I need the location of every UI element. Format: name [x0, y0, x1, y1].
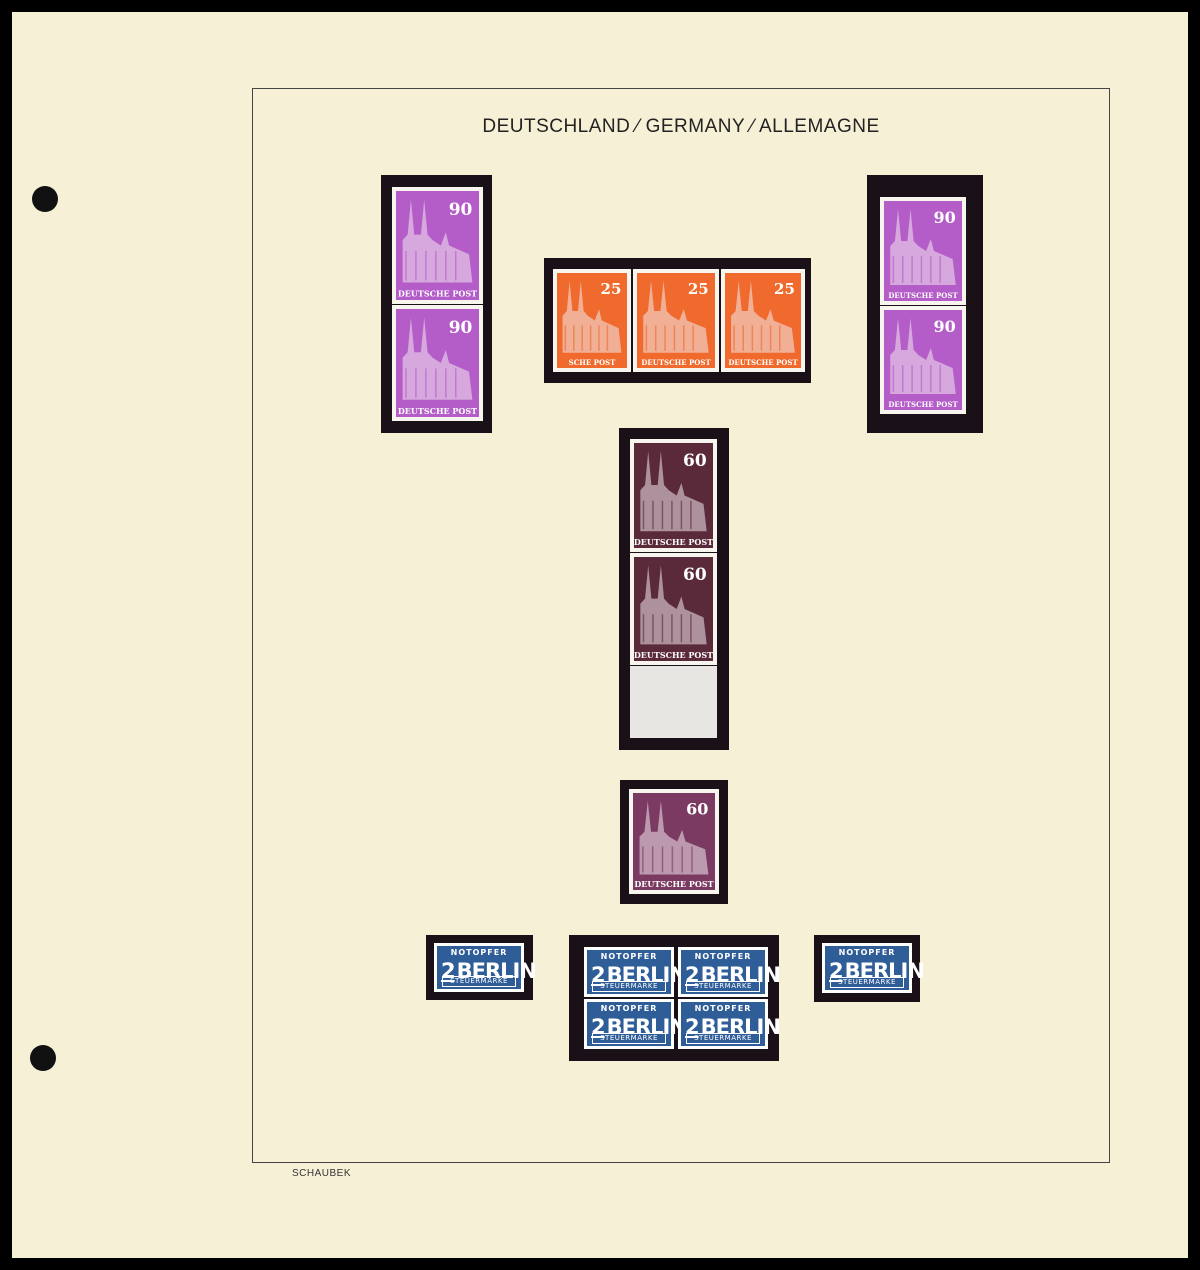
svg-text:90: 90: [449, 200, 473, 220]
svg-text:90: 90: [933, 317, 955, 336]
svg-text:DEUTSCHE POST: DEUTSCHE POST: [398, 406, 477, 416]
publisher-imprint: SCHAUBEK: [292, 1168, 352, 1179]
svg-text:60: 60: [686, 799, 708, 818]
svg-text:DEUTSCHE POST: DEUTSCHE POST: [888, 400, 958, 409]
stamp-top-text: NOTOPFER: [694, 1004, 752, 1013]
stamp-top-text: NOTOPFER: [450, 948, 508, 957]
stamp-main-text: 2BERLIN: [441, 959, 537, 983]
stamp-bottom-text: STEUERMARKE: [830, 977, 904, 988]
mount-berlin-single-right: NOTOPFER 2BERLIN STEUERMARKE: [814, 935, 925, 1002]
svg-text:SCHE POST: SCHE POST: [569, 358, 616, 367]
svg-text:90: 90: [933, 208, 955, 227]
svg-text:60: 60: [683, 451, 707, 471]
stamp-notopfer-berlin: NOTOPFER 2BERLIN STEUERMARKE: [678, 999, 781, 1049]
svg-text:DEUTSCHE POST: DEUTSCHE POST: [634, 650, 713, 660]
stamp-top-text: NOTOPFER: [600, 1004, 658, 1013]
svg-text:DEUTSCHE POST: DEUTSCHE POST: [888, 291, 958, 300]
stamp-notopfer-berlin: NOTOPFER 2BERLIN STEUERMARKE: [822, 943, 925, 993]
stamp-bottom-text: STEUERMARKE: [592, 1033, 666, 1044]
mount-berlin-block: NOTOPFER 2BERLIN STEUERMARKE NOTOPFER 2B…: [569, 935, 781, 1061]
binder-hole-bottom: [30, 1045, 56, 1071]
stamp-main-text: 2BERLIN: [591, 963, 687, 987]
stamp-top-text: NOTOPFER: [838, 948, 896, 957]
stamp-notopfer-berlin: NOTOPFER 2BERLIN STEUERMARKE: [434, 943, 537, 992]
stamp-notopfer-berlin: NOTOPFER 2BERLIN STEUERMARKE: [678, 947, 781, 997]
svg-text:25: 25: [601, 280, 622, 298]
svg-text:DEUTSCHE POST: DEUTSCHE POST: [634, 879, 713, 889]
stamp-main-text: 2BERLIN: [685, 963, 781, 987]
svg-text:DEUTSCHE POST: DEUTSCHE POST: [634, 537, 713, 547]
svg-text:25: 25: [688, 280, 709, 298]
stamp-top-text: NOTOPFER: [694, 952, 752, 961]
svg-text:60: 60: [683, 565, 707, 585]
svg-text:90: 90: [449, 318, 473, 338]
page-title: DEUTSCHLAND ⁄ GERMANY ⁄ ALLEMAGNE: [482, 116, 880, 137]
stamp-bottom-text: STEUERMARKE: [686, 981, 760, 992]
album-page: DEUTSCHLAND ⁄ GERMANY ⁄ ALLEMAGNE SCHAUB…: [12, 12, 1188, 1258]
svg-text:DEUTSCHE POST: DEUTSCHE POST: [641, 358, 711, 367]
svg-text:DEUTSCHE POST: DEUTSCHE POST: [398, 289, 477, 299]
page-frame: [252, 88, 1110, 1163]
stamp-top-text: NOTOPFER: [600, 952, 658, 961]
stamp-bottom-text: STEUERMARKE: [686, 1033, 760, 1044]
stamp-notopfer-berlin: NOTOPFER 2BERLIN STEUERMARKE: [584, 999, 687, 1049]
binder-hole-top: [32, 186, 58, 212]
svg-text:DEUTSCHE POST: DEUTSCHE POST: [728, 358, 798, 367]
stamp-notopfer-berlin: NOTOPFER 2BERLIN STEUERMARKE: [584, 947, 687, 997]
svg-text:25: 25: [774, 280, 795, 298]
mount-berlin-single-left: NOTOPFER 2BERLIN STEUERMARKE: [426, 935, 537, 1000]
stamp-bottom-text: STEUERMARKE: [592, 981, 666, 992]
stamp-bottom-text: STEUERMARKE: [442, 976, 516, 987]
sheet-margin: [630, 666, 717, 738]
